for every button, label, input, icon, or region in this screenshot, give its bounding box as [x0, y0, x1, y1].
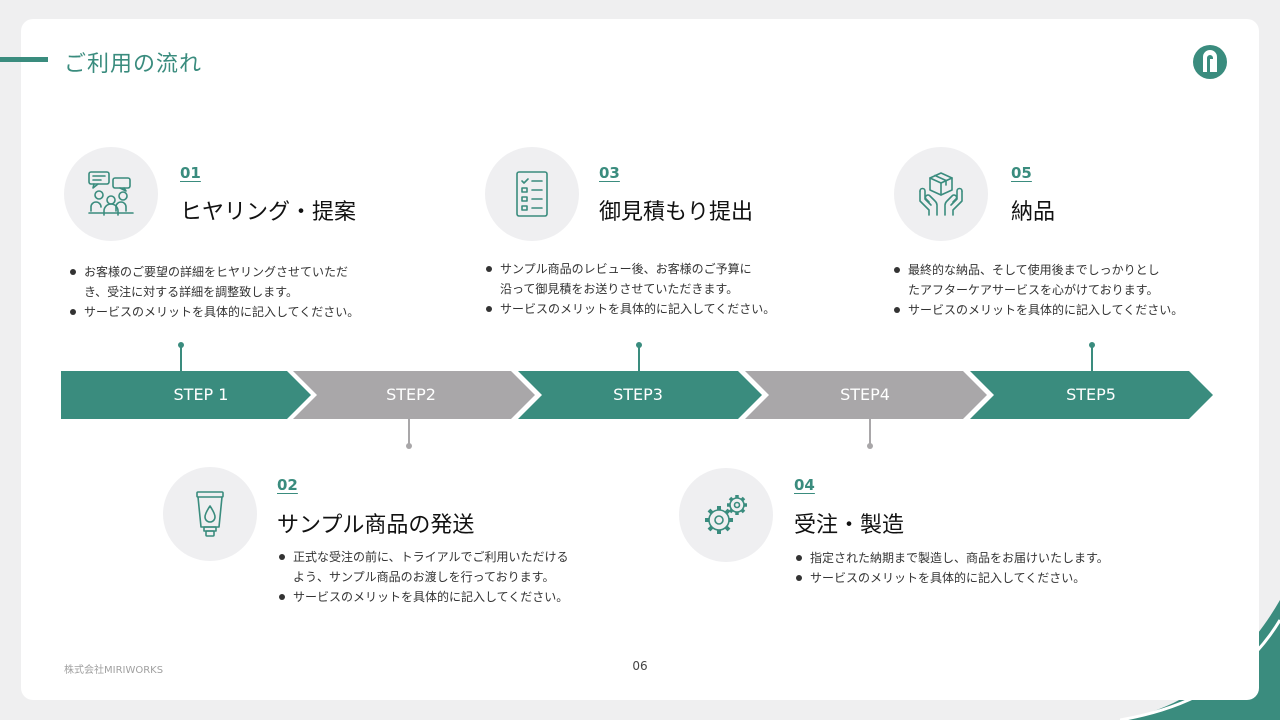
step-04-title: 受注・製造: [794, 513, 905, 538]
slide: ご利用の流れ 01 ヒヤリング・提案 お客様のご要望の詳細をヒヤリングさせていた…: [0, 19, 1259, 700]
logo-icon: [1193, 45, 1227, 79]
page-title: ご利用の流れ: [64, 52, 203, 77]
step-01-bullet-1: お客様のご要望の詳細をヒヤリングさせていただ き、受注に対する詳細を調整致します…: [68, 262, 359, 302]
page-number: 06: [632, 659, 648, 673]
step-05-number: 05: [1011, 164, 1032, 182]
step-01-icon-circle: [64, 147, 158, 241]
step-04-icon-circle: [679, 468, 773, 562]
chevron-step-5: [970, 371, 1213, 419]
chevron-step-3-label: STEP3: [613, 385, 663, 404]
step-01-bullets: お客様のご要望の詳細をヒヤリングさせていただ き、受注に対する詳細を調整致します…: [68, 262, 359, 322]
chevron-step-1: [61, 371, 311, 419]
step-03-bullets: サンプル商品のレビュー後、お客様のご予算に 沿って御見積をお送りさせていただきま…: [484, 259, 775, 319]
chevron-step-1-label: STEP 1: [173, 385, 229, 404]
tube-icon: [196, 491, 224, 537]
step-05-bullet-1: 最終的な納品、そして使用後までしっかりとし たアフターケアサービスを心がけており…: [892, 260, 1183, 300]
connector-step-1: [178, 342, 184, 372]
step-03-bullet-1: サンプル商品のレビュー後、お客様のご予算に 沿って御見積をお送りさせていただきま…: [484, 259, 775, 299]
step-04-bullets: 指定された納期まで製造し、商品をお届けいたします。 サービスのメリットを具体的に…: [794, 548, 1109, 588]
step-timeline: STEP 1 STEP2 STEP3 STEP4 STEP5: [61, 371, 1215, 421]
step-05-bullet-2: サービスのメリットを具体的に記入してください。: [892, 300, 1183, 320]
step-02-bullet-1: 正式な受注の前に、トライアルでご利用いただける よう、サンプル商品のお渡しを行っ…: [277, 547, 569, 587]
gears-icon: [705, 495, 747, 534]
step-02-bullet-2: サービスのメリットを具体的に記入してください。: [277, 587, 569, 607]
step-03-number: 03: [599, 164, 620, 182]
step-01-bullet-2: サービスのメリットを具体的に記入してください。: [68, 302, 359, 322]
chevron-step-5-label: STEP5: [1066, 385, 1116, 404]
step-03-bullet-2: サービスのメリットを具体的に記入してください。: [484, 299, 775, 319]
connector-step-2: [406, 419, 412, 449]
step-05-icon-circle: [894, 147, 988, 241]
timeline-chevrons: [61, 371, 1213, 419]
checklist-icon: [516, 171, 548, 217]
chevron-step-2-label: STEP2: [386, 385, 436, 404]
chevron-step-4-label: STEP4: [840, 385, 890, 404]
step-05-title: 納品: [1011, 200, 1056, 225]
footer-company: 株式会社MIRIWORKS: [64, 665, 164, 676]
connector-step-5: [1089, 342, 1095, 372]
step-01-title: ヒヤリング・提案: [180, 200, 357, 225]
step-03-title: 御見積もり提出: [599, 200, 754, 225]
connector-step-3: [636, 342, 642, 372]
step-05-bullets: 最終的な納品、そして使用後までしっかりとし たアフターケアサービスを心がけており…: [892, 260, 1183, 320]
meeting-icon: [88, 171, 134, 216]
step-04-bullet-1: 指定された納期まで製造し、商品をお届けいたします。: [794, 548, 1109, 568]
step-02-title: サンプル商品の発送: [277, 513, 475, 538]
step-02-icon-circle: [163, 467, 257, 561]
step-02-number: 02: [277, 476, 298, 494]
hands-box-icon: [919, 172, 963, 216]
step-03-icon-circle: [485, 147, 579, 241]
connector-step-4: [867, 419, 873, 449]
step-04-number: 04: [794, 476, 815, 494]
step-04-bullet-2: サービスのメリットを具体的に記入してください。: [794, 568, 1109, 588]
chevron-step-3: [518, 371, 762, 419]
chevron-step-2: [293, 371, 535, 419]
chevron-step-4: [745, 371, 987, 419]
title-accent-bar: [0, 57, 48, 62]
step-02-bullets: 正式な受注の前に、トライアルでご利用いただける よう、サンプル商品のお渡しを行っ…: [277, 547, 569, 607]
step-01-number: 01: [180, 164, 201, 182]
